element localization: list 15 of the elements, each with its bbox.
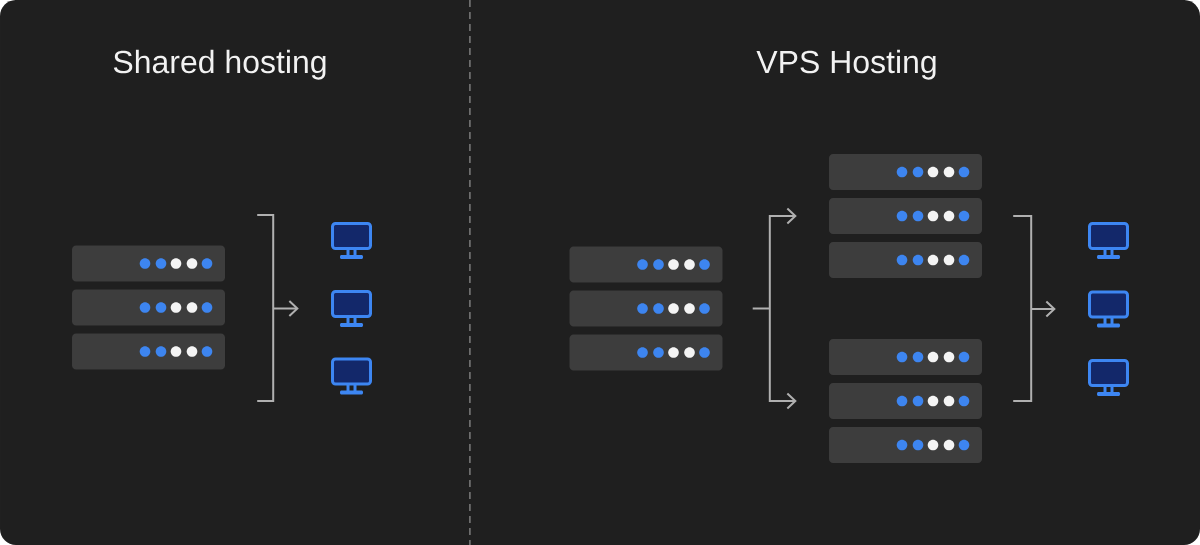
server-stack (569, 246, 723, 371)
monitor-icon (1088, 359, 1129, 396)
panel-heading: VPS Hosting (756, 49, 936, 80)
monitor-icon (1088, 290, 1129, 328)
bracket-arrow (256, 214, 299, 402)
split-arrow (751, 207, 797, 410)
server-stack (829, 154, 982, 278)
server-stack (72, 245, 225, 370)
monitor-icon (331, 222, 372, 259)
server-stack (829, 339, 982, 463)
panel-heading: Shared hosting (113, 49, 326, 80)
monitor-icon (1088, 222, 1129, 259)
monitor-icon (331, 357, 372, 395)
monitor-icon (331, 290, 372, 327)
bracket-arrow (1012, 215, 1056, 402)
